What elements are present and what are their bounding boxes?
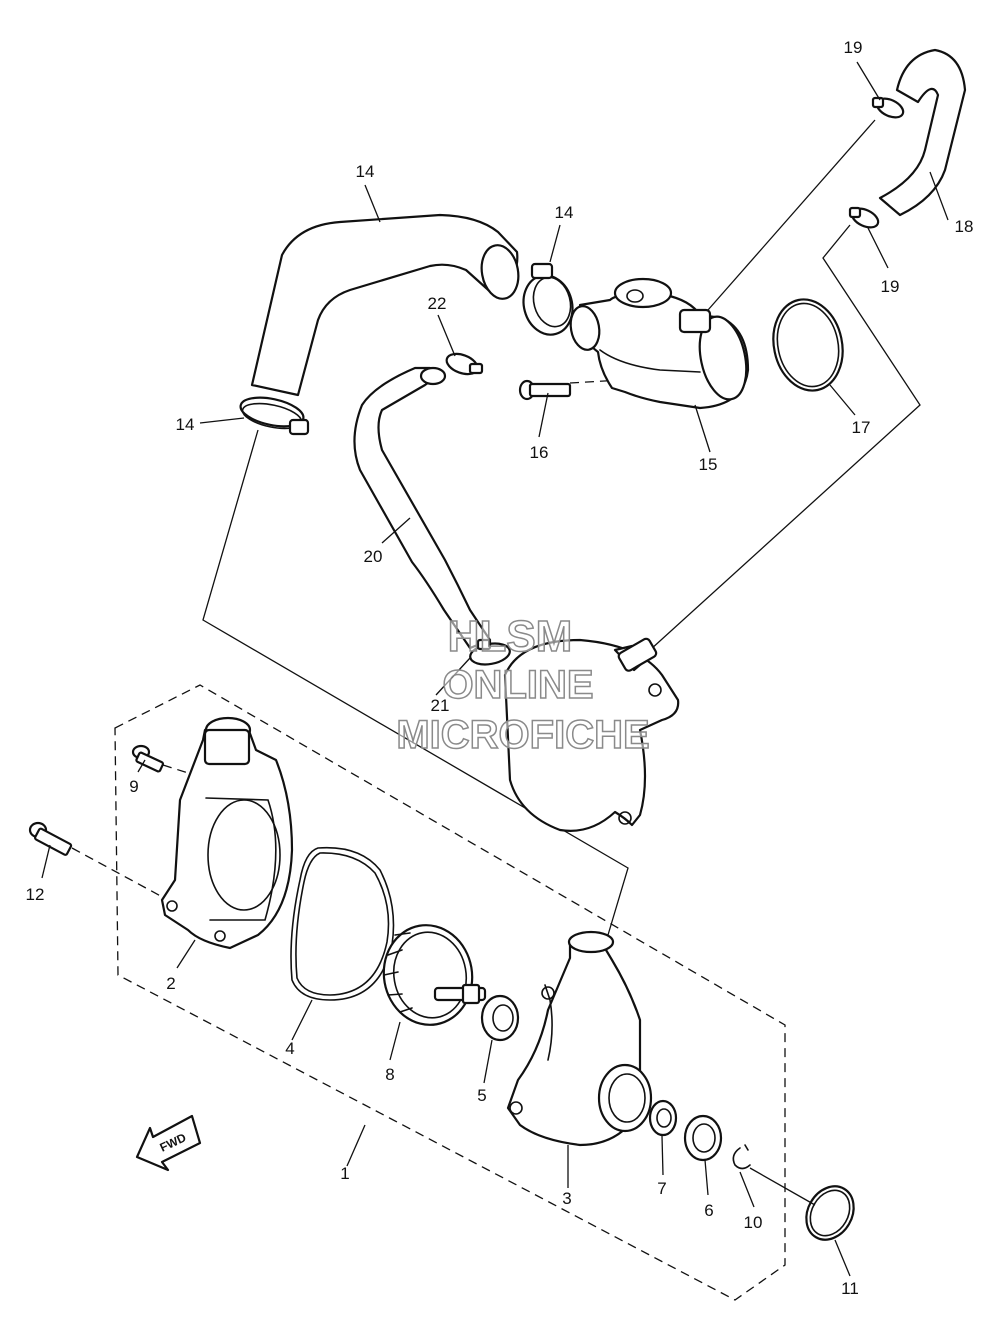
callout-13: 14 (356, 162, 375, 181)
callout-22: 22 (428, 294, 447, 313)
callout-11: 11 (841, 1279, 859, 1298)
hose-20[interactable] (353, 366, 492, 650)
callout-5: 5 (477, 1086, 486, 1105)
hose-routing-line-right (649, 224, 921, 651)
leader-18 (707, 119, 876, 311)
callout-4: 4 (285, 1039, 294, 1058)
assembly-1-boundary (114, 684, 786, 1301)
callout-18: 18 (955, 217, 974, 236)
watermark-line-3: MICROFICHE (396, 713, 649, 757)
watermark-line-2: ONLINE (442, 663, 593, 707)
bolt-9-align-line (162, 764, 211, 781)
circlip-10[interactable] (732, 1144, 751, 1170)
callout-leaders (41, 61, 949, 1277)
hose-routing-line-left (202, 429, 629, 946)
callout-21: 21 (431, 696, 450, 715)
pump-housing-3[interactable] (506, 930, 653, 1147)
callout-6: 6 (704, 1201, 713, 1220)
seal-7[interactable] (648, 1099, 678, 1137)
callout-17: 16 (530, 443, 549, 462)
callout-20: 20 (364, 547, 383, 566)
seal-5[interactable] (480, 994, 520, 1042)
gasket-4[interactable] (290, 846, 395, 1001)
hose-clamp-19-upper[interactable] (871, 95, 906, 121)
callout-19-lower: 19 (881, 277, 900, 296)
bolt-17-align-line (569, 379, 623, 384)
o-ring-16[interactable] (765, 293, 851, 397)
thermostat-housing-15[interactable] (567, 277, 753, 410)
callout-14-upper: 14 (555, 203, 574, 222)
callout-15: 15 (699, 455, 718, 474)
callout-10: 10 (744, 1213, 763, 1232)
callout-labels: 14 14 22 14 16 15 17 19 19 18 20 21 9 12… (26, 38, 974, 1298)
hose-13[interactable] (250, 213, 522, 397)
impeller-shaft-8[interactable] (376, 918, 487, 1032)
callout-2: 2 (166, 974, 175, 993)
watermark: HLSM ONLINE MICROFICHE (396, 611, 651, 758)
callout-3: 3 (562, 1189, 571, 1208)
callout-19-upper: 19 (844, 38, 863, 57)
watermark-line-1: HLSM (448, 612, 573, 661)
hose-clamp-14-upper[interactable] (517, 262, 579, 340)
engine-crankcase-cover (503, 637, 680, 832)
callout-1: 1 (340, 1164, 349, 1183)
hose-clamp-14-lower[interactable] (238, 393, 310, 436)
callout-9: 9 (129, 777, 138, 796)
pump-cover-2[interactable] (160, 716, 294, 950)
hose-18[interactable] (878, 48, 967, 217)
callout-16: 17 (852, 418, 871, 437)
fwd-arrow-icon: FWD (135, 1114, 202, 1172)
hose-clamp-19-lower[interactable] (848, 205, 881, 231)
callout-8: 8 (385, 1065, 394, 1084)
bolt-17[interactable] (518, 379, 572, 401)
bolt-9[interactable] (131, 744, 165, 773)
callout-7: 7 (657, 1179, 666, 1198)
bearing-6[interactable] (683, 1114, 723, 1162)
callout-12: 12 (26, 885, 45, 904)
callout-14-lower: 14 (176, 415, 195, 434)
hose-clamp-22[interactable] (444, 350, 484, 378)
bolt-12[interactable] (28, 821, 73, 856)
bolt-12-align-line (71, 847, 169, 901)
o-ring-11[interactable] (797, 1178, 863, 1248)
hose-clamp-21[interactable] (469, 638, 512, 667)
